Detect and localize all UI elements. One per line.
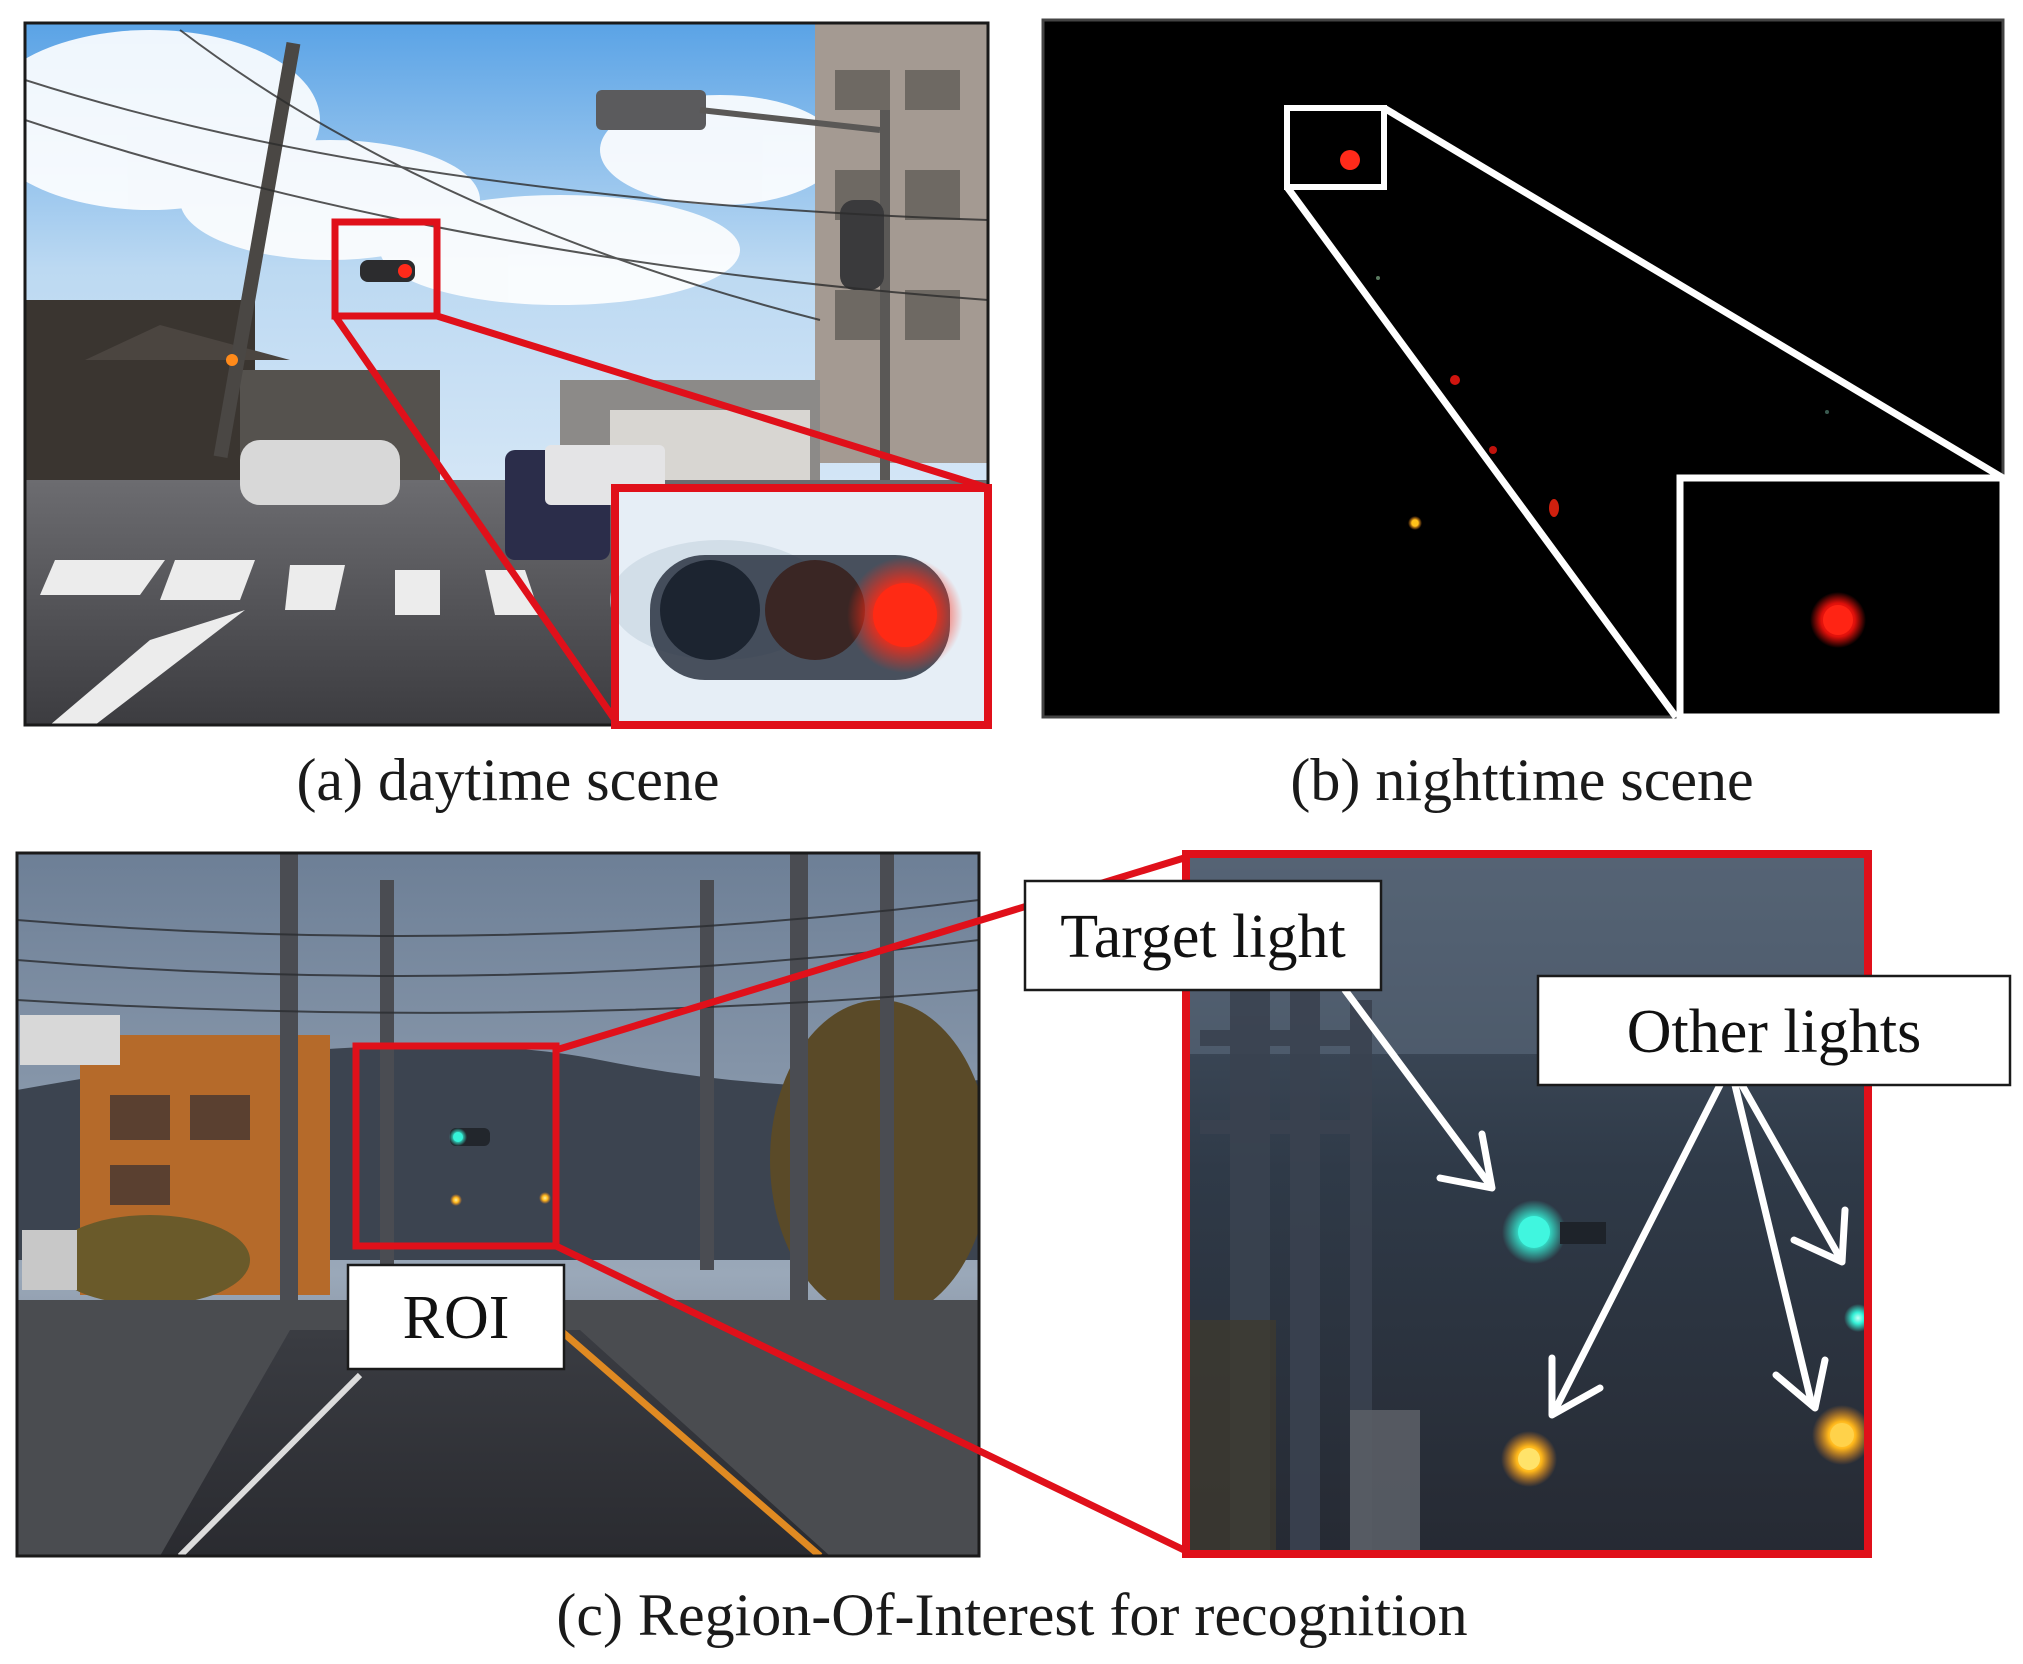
- panel-c-zoom-frame: [1182, 850, 1872, 1558]
- panel-a-zoom-frame: [611, 484, 992, 729]
- panel-c-caption: (c) Region-Of-Interest for recognition: [556, 1582, 1467, 1648]
- target-light-label-text: Target light: [1060, 903, 1346, 971]
- arrow-other-1: [1551, 1081, 1724, 1414]
- arrow-other-3: [1738, 1081, 1844, 1262]
- pointer-arrows: [1341, 986, 1849, 1419]
- panel-b-frame: [1041, 18, 2005, 719]
- panel-c-roi-box: [352, 1042, 560, 1250]
- arrow-target: [1341, 986, 1494, 1189]
- panel-c-zoom-inset: [1186, 854, 1868, 1554]
- panel-b-zoom-frame: [1676, 474, 2007, 721]
- panel-b-highlight-box: [1284, 105, 1387, 190]
- panel-a-highlight-box: [331, 218, 441, 320]
- panel-a-zoom-connector: [332, 312, 990, 722]
- arrow-other-2: [1731, 1081, 1816, 1409]
- other-lights-label-text: Other lights: [1627, 998, 1921, 1066]
- panel-a-frame: [23, 21, 990, 727]
- panel-c-street-photo: [17, 853, 979, 1556]
- roi-label-text: ROI: [403, 1284, 510, 1352]
- panel-b-zoom-connector: [1284, 104, 2005, 720]
- panel-b-caption: (b) nighttime scene: [1290, 747, 1753, 813]
- other-lights-label: Other lights: [1536, 974, 2012, 1087]
- panel-a-zoom-inset: [610, 488, 988, 725]
- panel-b-zoom-inset: [1680, 478, 2003, 717]
- roi-label: ROI: [346, 1263, 566, 1371]
- target-light-label: Target light: [1023, 879, 1383, 992]
- panel-a-caption: (a) daytime scene: [296, 747, 719, 813]
- panel-c-frame: [15, 851, 981, 1558]
